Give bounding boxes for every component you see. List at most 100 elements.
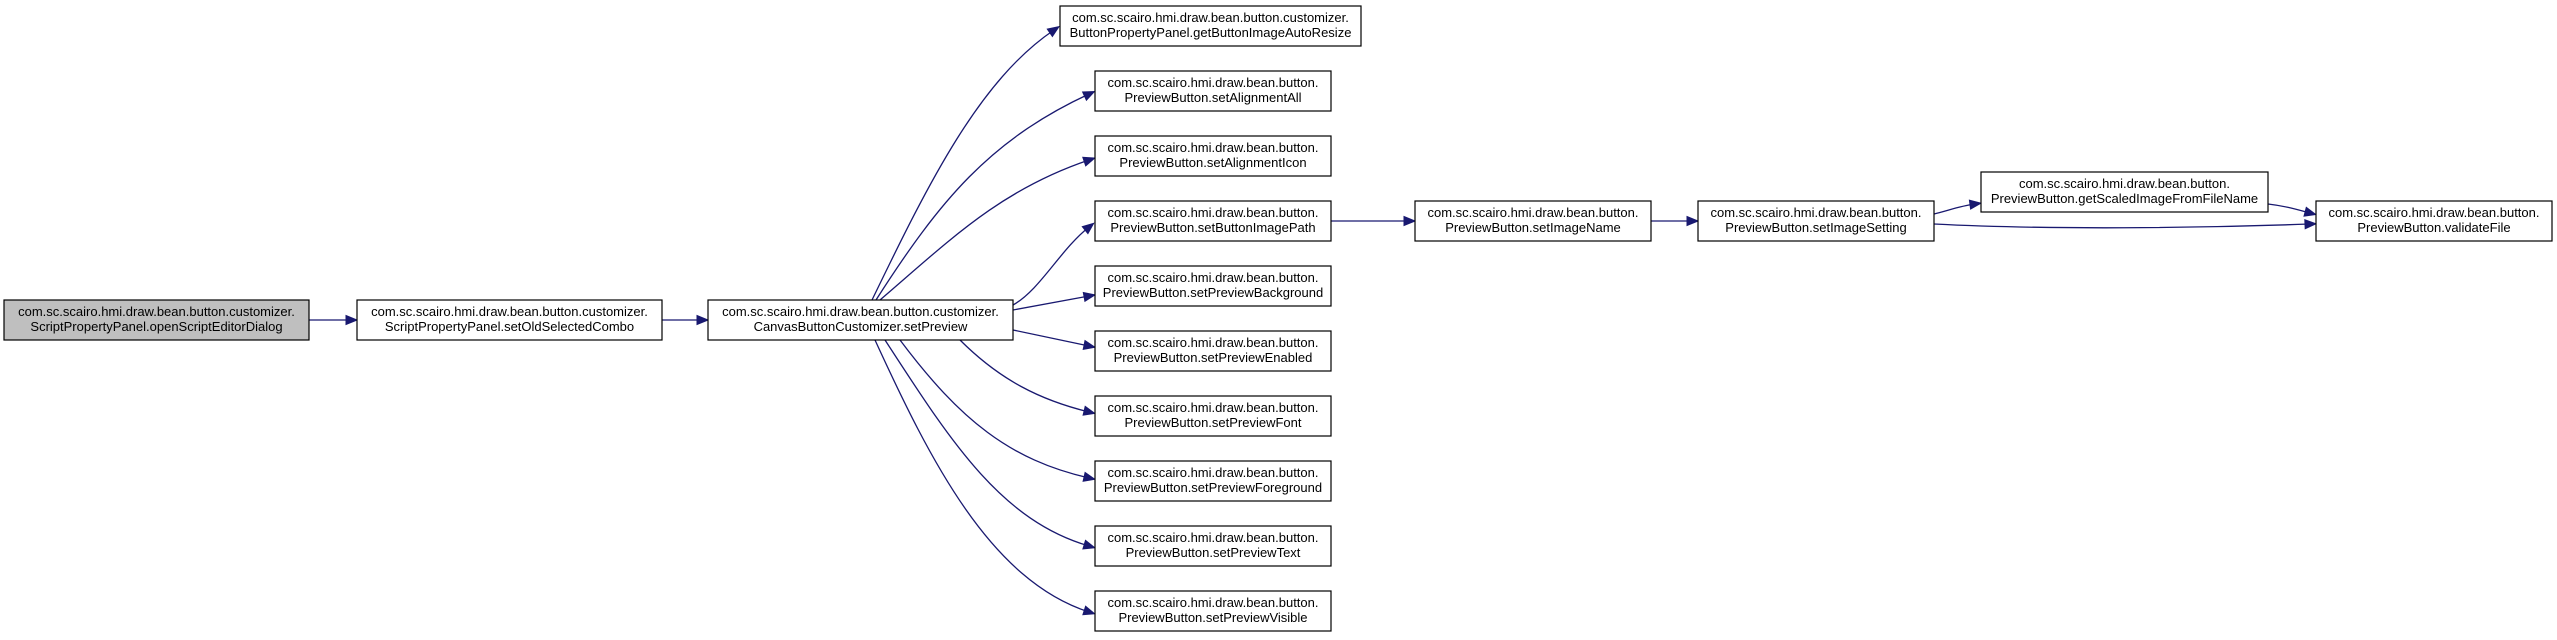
node-label-line: com.sc.scairo.hmi.draw.bean.button. [1108,270,1319,285]
node-n13[interactable]: com.sc.scairo.hmi.draw.bean.button.Previ… [1414,200,1652,242]
edge-line [871,29,1055,301]
node-n9[interactable]: com.sc.scairo.hmi.draw.bean.button.Previ… [1094,395,1332,437]
edge-n2-n4 [875,90,1096,301]
edge-n2-n12 [874,339,1096,616]
node-box[interactable] [1059,5,1362,47]
edge-n0-n1 [309,314,359,326]
node-box[interactable] [707,299,1014,341]
edge-n2-n9 [959,339,1097,416]
arrowhead-icon [1082,291,1097,303]
node-box[interactable] [3,299,310,341]
node-box[interactable] [1414,200,1652,242]
edge-n14-n16 [1933,218,2318,230]
node-label-line: com.sc.scairo.hmi.draw.bean.button. [1108,205,1319,220]
arrowhead-icon [345,314,359,326]
node-label-line: PreviewButton.setPreviewEnabled [1114,350,1313,365]
node-n8[interactable]: com.sc.scairo.hmi.draw.bean.button.Previ… [1094,330,1332,372]
node-box[interactable] [1094,265,1332,307]
edge-n13-n14 [1651,215,1700,227]
arrowhead-icon [1046,25,1061,38]
node-label-line: ScriptPropertyPanel.setOldSelectedCombo [385,319,634,334]
node-label-line: com.sc.scairo.hmi.draw.bean.button. [1711,205,1922,220]
edge-line [884,339,1090,547]
node-label-line: com.sc.scairo.hmi.draw.bean.button.custo… [371,304,648,319]
edge-n2-n3 [871,25,1061,301]
arrowhead-icon [1082,471,1097,482]
node-box[interactable] [1094,70,1332,112]
node-n0[interactable]: com.sc.scairo.hmi.draw.bean.button.custo… [3,299,310,341]
edge-line [959,339,1090,413]
edge-n15-n16 [2267,203,2318,217]
node-n6[interactable]: com.sc.scairo.hmi.draw.bean.button.Previ… [1094,200,1332,242]
edge-n2-n5 [879,156,1096,301]
node-label-line: com.sc.scairo.hmi.draw.bean.button.custo… [18,304,295,319]
arrowhead-icon [1082,339,1097,351]
node-label-line: PreviewButton.setAlignmentIcon [1119,155,1306,170]
node-box[interactable] [356,299,663,341]
node-n16[interactable]: com.sc.scairo.hmi.draw.bean.button.Previ… [2315,200,2553,242]
edge-n2-n8 [1012,329,1097,351]
node-box[interactable] [1094,200,1332,242]
edge-line [1012,226,1090,306]
edge-line [1012,295,1090,311]
arrowhead-icon [1081,222,1095,235]
node-label-line: PreviewButton.setImageSetting [1725,220,1906,235]
node-box[interactable] [1980,171,2269,213]
edge-line [875,93,1090,301]
node-box[interactable] [1697,200,1935,242]
node-n12[interactable]: com.sc.scairo.hmi.draw.bean.button.Previ… [1094,590,1332,632]
node-label-line: com.sc.scairo.hmi.draw.bean.button. [1108,75,1319,90]
node-label-line: PreviewButton.setPreviewFont [1124,415,1301,430]
arrowhead-icon [696,314,710,326]
edge-n6-n13 [1331,215,1417,227]
node-label-line: PreviewButton.setPreviewVisible [1118,610,1307,625]
arrowhead-icon [1686,215,1700,227]
edge-n1-n2 [662,314,710,326]
node-label-line: com.sc.scairo.hmi.draw.bean.button. [2019,176,2230,191]
node-box[interactable] [1094,135,1332,177]
node-n4[interactable]: com.sc.scairo.hmi.draw.bean.button.Previ… [1094,70,1332,112]
node-label-line: PreviewButton.getScaledImageFromFileName [1991,191,2258,206]
edge-n2-n10 [899,339,1097,482]
arrowhead-icon [1081,90,1096,102]
node-box[interactable] [1094,330,1332,372]
arrowhead-icon [1968,199,1983,210]
node-n1[interactable]: com.sc.scairo.hmi.draw.bean.button.custo… [356,299,663,341]
node-box[interactable] [1094,525,1332,567]
edge-n14-n15 [1933,199,1983,215]
node-n7[interactable]: com.sc.scairo.hmi.draw.bean.button.Previ… [1094,265,1332,307]
node-label-line: com.sc.scairo.hmi.draw.bean.button. [1428,205,1639,220]
edge-n2-n6 [1012,222,1095,306]
node-label-line: CanvasButtonCustomizer.setPreview [754,319,968,334]
node-label-line: com.sc.scairo.hmi.draw.bean.button. [1108,595,1319,610]
node-box[interactable] [1094,590,1332,632]
arrowhead-icon [1082,405,1097,416]
nodes-layer: com.sc.scairo.hmi.draw.bean.button.custo… [3,5,2553,632]
edge-line [879,159,1090,301]
node-label-line: com.sc.scairo.hmi.draw.bean.button. [1108,530,1319,545]
edge-line [899,339,1090,479]
node-label-line: ScriptPropertyPanel.openScriptEditorDial… [30,319,282,334]
edge-line [1933,223,2311,229]
node-n3[interactable]: com.sc.scairo.hmi.draw.bean.button.custo… [1059,5,1362,47]
node-box[interactable] [2315,200,2553,242]
node-label-line: com.sc.scairo.hmi.draw.bean.button.custo… [1072,10,1349,25]
node-n11[interactable]: com.sc.scairo.hmi.draw.bean.button.Previ… [1094,525,1332,567]
node-n5[interactable]: com.sc.scairo.hmi.draw.bean.button.Previ… [1094,135,1332,177]
node-n15[interactable]: com.sc.scairo.hmi.draw.bean.button.Previ… [1980,171,2269,213]
node-n2[interactable]: com.sc.scairo.hmi.draw.bean.button.custo… [707,299,1014,341]
arrowhead-icon [1082,539,1097,550]
node-label-line: PreviewButton.setPreviewForeground [1104,480,1322,495]
edge-n2-n7 [1012,291,1097,311]
edge-n2-n11 [884,339,1097,550]
node-label-line: com.sc.scairo.hmi.draw.bean.button. [1108,335,1319,350]
node-n10[interactable]: com.sc.scairo.hmi.draw.bean.button.Previ… [1094,460,1332,502]
node-label-line: com.sc.scairo.hmi.draw.bean.button. [1108,400,1319,415]
node-label-line: PreviewButton.setButtonImagePath [1110,220,1315,235]
edge-line [874,339,1090,613]
node-n14[interactable]: com.sc.scairo.hmi.draw.bean.button.Previ… [1697,200,1935,242]
node-box[interactable] [1094,460,1332,502]
node-box[interactable] [1094,395,1332,437]
arrowhead-icon [2304,218,2318,230]
